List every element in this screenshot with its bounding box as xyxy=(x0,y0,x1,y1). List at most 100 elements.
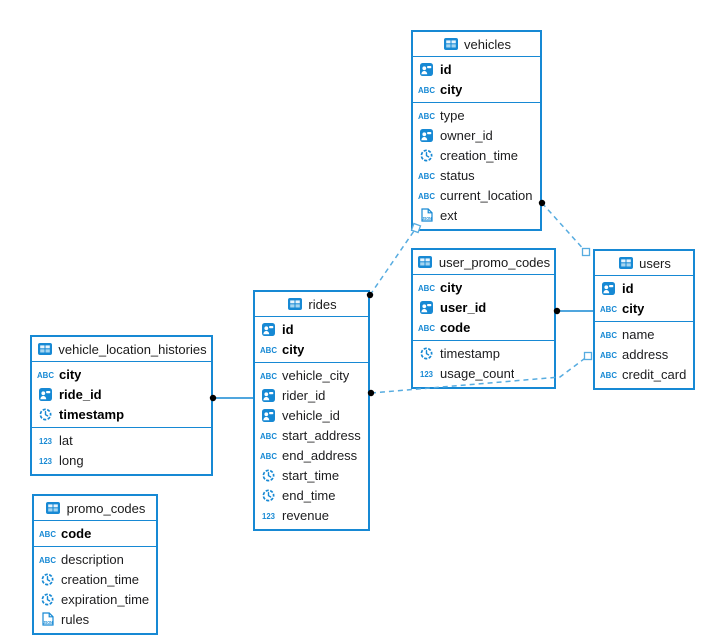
column-row[interactable]: 123 revenue xyxy=(255,505,368,525)
column-row[interactable]: JSON ext xyxy=(413,205,540,225)
relation-rides-vehicles[interactable] xyxy=(369,227,417,296)
text-abc-icon: ABC xyxy=(600,369,617,380)
column-row[interactable]: ABC name xyxy=(595,324,693,344)
svg-text:ABC: ABC xyxy=(260,451,277,461)
json-doc-icon: JSON xyxy=(418,208,435,222)
svg-text:ABC: ABC xyxy=(39,529,56,539)
column-name: vehicle_id xyxy=(282,407,340,423)
column-name: name xyxy=(622,326,655,342)
primary-key-section: id ABC city xyxy=(595,276,693,322)
text-abc-icon: ABC xyxy=(418,190,435,201)
svg-text:ABC: ABC xyxy=(418,191,435,201)
svg-text:ABC: ABC xyxy=(418,171,435,181)
column-name: id xyxy=(282,321,294,337)
columns-section: ABC vehicle_city rider_id vehicle_id ABC… xyxy=(255,363,368,529)
column-row[interactable]: id xyxy=(255,319,368,339)
column-row[interactable]: ABC current_location xyxy=(413,185,540,205)
number-123-icon: 123 xyxy=(37,455,54,466)
entity-users[interactable]: users id ABC city ABC name ABC address A… xyxy=(593,249,695,390)
column-name: creation_time xyxy=(61,571,140,587)
text-abc-icon: ABC xyxy=(260,344,277,355)
column-name: vehicle_city xyxy=(282,367,350,383)
svg-text:123: 123 xyxy=(39,456,52,466)
relation-vehicles-users[interactable] xyxy=(541,202,587,253)
entity-title: user_promo_codes xyxy=(438,254,551,270)
column-row[interactable]: ABC address xyxy=(595,344,693,364)
id-badge-icon xyxy=(418,128,435,142)
column-name: owner_id xyxy=(440,127,493,143)
column-row[interactable]: 123 usage_count xyxy=(413,363,554,383)
entity-promo_codes[interactable]: promo_codes ABC code ABC description cre… xyxy=(32,494,158,635)
column-name: credit_card xyxy=(622,366,687,382)
svg-text:ABC: ABC xyxy=(418,111,435,121)
column-name: id xyxy=(622,280,634,296)
svg-text:123: 123 xyxy=(420,369,433,379)
text-abc-icon: ABC xyxy=(39,554,56,565)
column-row[interactable]: creation_time xyxy=(34,569,156,589)
column-row[interactable]: rider_id xyxy=(255,385,368,405)
column-name: start_address xyxy=(282,427,361,443)
text-abc-icon: ABC xyxy=(418,110,435,121)
svg-text:ABC: ABC xyxy=(37,370,54,380)
table-icon xyxy=(617,257,634,269)
column-row[interactable]: ABC description xyxy=(34,549,156,569)
id-badge-icon xyxy=(600,281,617,295)
column-name: code xyxy=(440,319,471,335)
entity-user_promo_codes[interactable]: user_promo_codes ABC city user_id ABC co… xyxy=(411,248,556,389)
column-row[interactable]: creation_time xyxy=(413,145,540,165)
column-name: ext xyxy=(440,207,458,223)
column-row[interactable]: JSON rules xyxy=(34,609,156,629)
column-name: lat xyxy=(59,432,73,448)
entity-header: vehicle_location_histories xyxy=(32,337,211,362)
column-row[interactable]: ABC type xyxy=(413,105,540,125)
column-row[interactable]: vehicle_id xyxy=(255,405,368,425)
primary-key-section: ABC city user_id ABC code xyxy=(413,275,554,341)
svg-text:ABC: ABC xyxy=(418,85,435,95)
text-abc-icon: ABC xyxy=(600,303,617,314)
table-icon xyxy=(417,256,434,268)
column-row[interactable]: ABC start_address xyxy=(255,425,368,445)
entity-vehicles[interactable]: vehicles id ABC city ABC type owner_id c… xyxy=(411,30,542,231)
column-row[interactable]: id xyxy=(413,59,540,79)
column-row[interactable]: timestamp xyxy=(32,404,211,424)
entity-rides[interactable]: rides id ABC city ABC vehicle_city rider… xyxy=(253,290,370,531)
column-row[interactable]: ABC vehicle_city xyxy=(255,365,368,385)
column-row[interactable]: ride_id xyxy=(32,384,211,404)
svg-text:ABC: ABC xyxy=(600,304,617,314)
column-row[interactable]: ABC end_address xyxy=(255,445,368,465)
column-row[interactable]: ABC city xyxy=(413,277,554,297)
svg-text:ABC: ABC xyxy=(600,370,617,380)
column-row[interactable]: expiration_time xyxy=(34,589,156,609)
column-row[interactable]: 123 lat xyxy=(32,430,211,450)
text-abc-icon: ABC xyxy=(418,84,435,95)
svg-text:ABC: ABC xyxy=(260,345,277,355)
column-name: city xyxy=(282,341,305,357)
text-abc-icon: ABC xyxy=(418,170,435,181)
entity-vehicle_location_histories[interactable]: vehicle_location_histories ABC city ride… xyxy=(30,335,213,476)
column-row[interactable]: id xyxy=(595,278,693,298)
column-row[interactable]: ABC status xyxy=(413,165,540,185)
column-row[interactable]: ABC credit_card xyxy=(595,364,693,384)
column-row[interactable]: ABC city xyxy=(32,364,211,384)
column-row[interactable]: ABC city xyxy=(255,339,368,359)
relation-square-marker xyxy=(581,247,591,257)
column-row[interactable]: ABC code xyxy=(413,317,554,337)
column-row[interactable]: ABC code xyxy=(34,523,156,543)
column-row[interactable]: 123 long xyxy=(32,450,211,470)
entity-title: vehicles xyxy=(464,36,511,52)
svg-text:123: 123 xyxy=(262,511,275,521)
column-row[interactable]: ABC city xyxy=(413,79,540,99)
column-row[interactable]: timestamp xyxy=(413,343,554,363)
column-row[interactable]: user_id xyxy=(413,297,554,317)
text-abc-icon: ABC xyxy=(418,282,435,293)
column-row[interactable]: owner_id xyxy=(413,125,540,145)
id-badge-icon xyxy=(260,322,277,336)
clock-icon xyxy=(260,469,277,482)
column-row[interactable]: end_time xyxy=(255,485,368,505)
column-row[interactable]: start_time xyxy=(255,465,368,485)
column-name: city xyxy=(59,366,82,382)
column-name: end_address xyxy=(282,447,358,463)
entity-title: rides xyxy=(308,296,337,312)
text-abc-icon: ABC xyxy=(260,430,277,441)
column-row[interactable]: ABC city xyxy=(595,298,693,318)
